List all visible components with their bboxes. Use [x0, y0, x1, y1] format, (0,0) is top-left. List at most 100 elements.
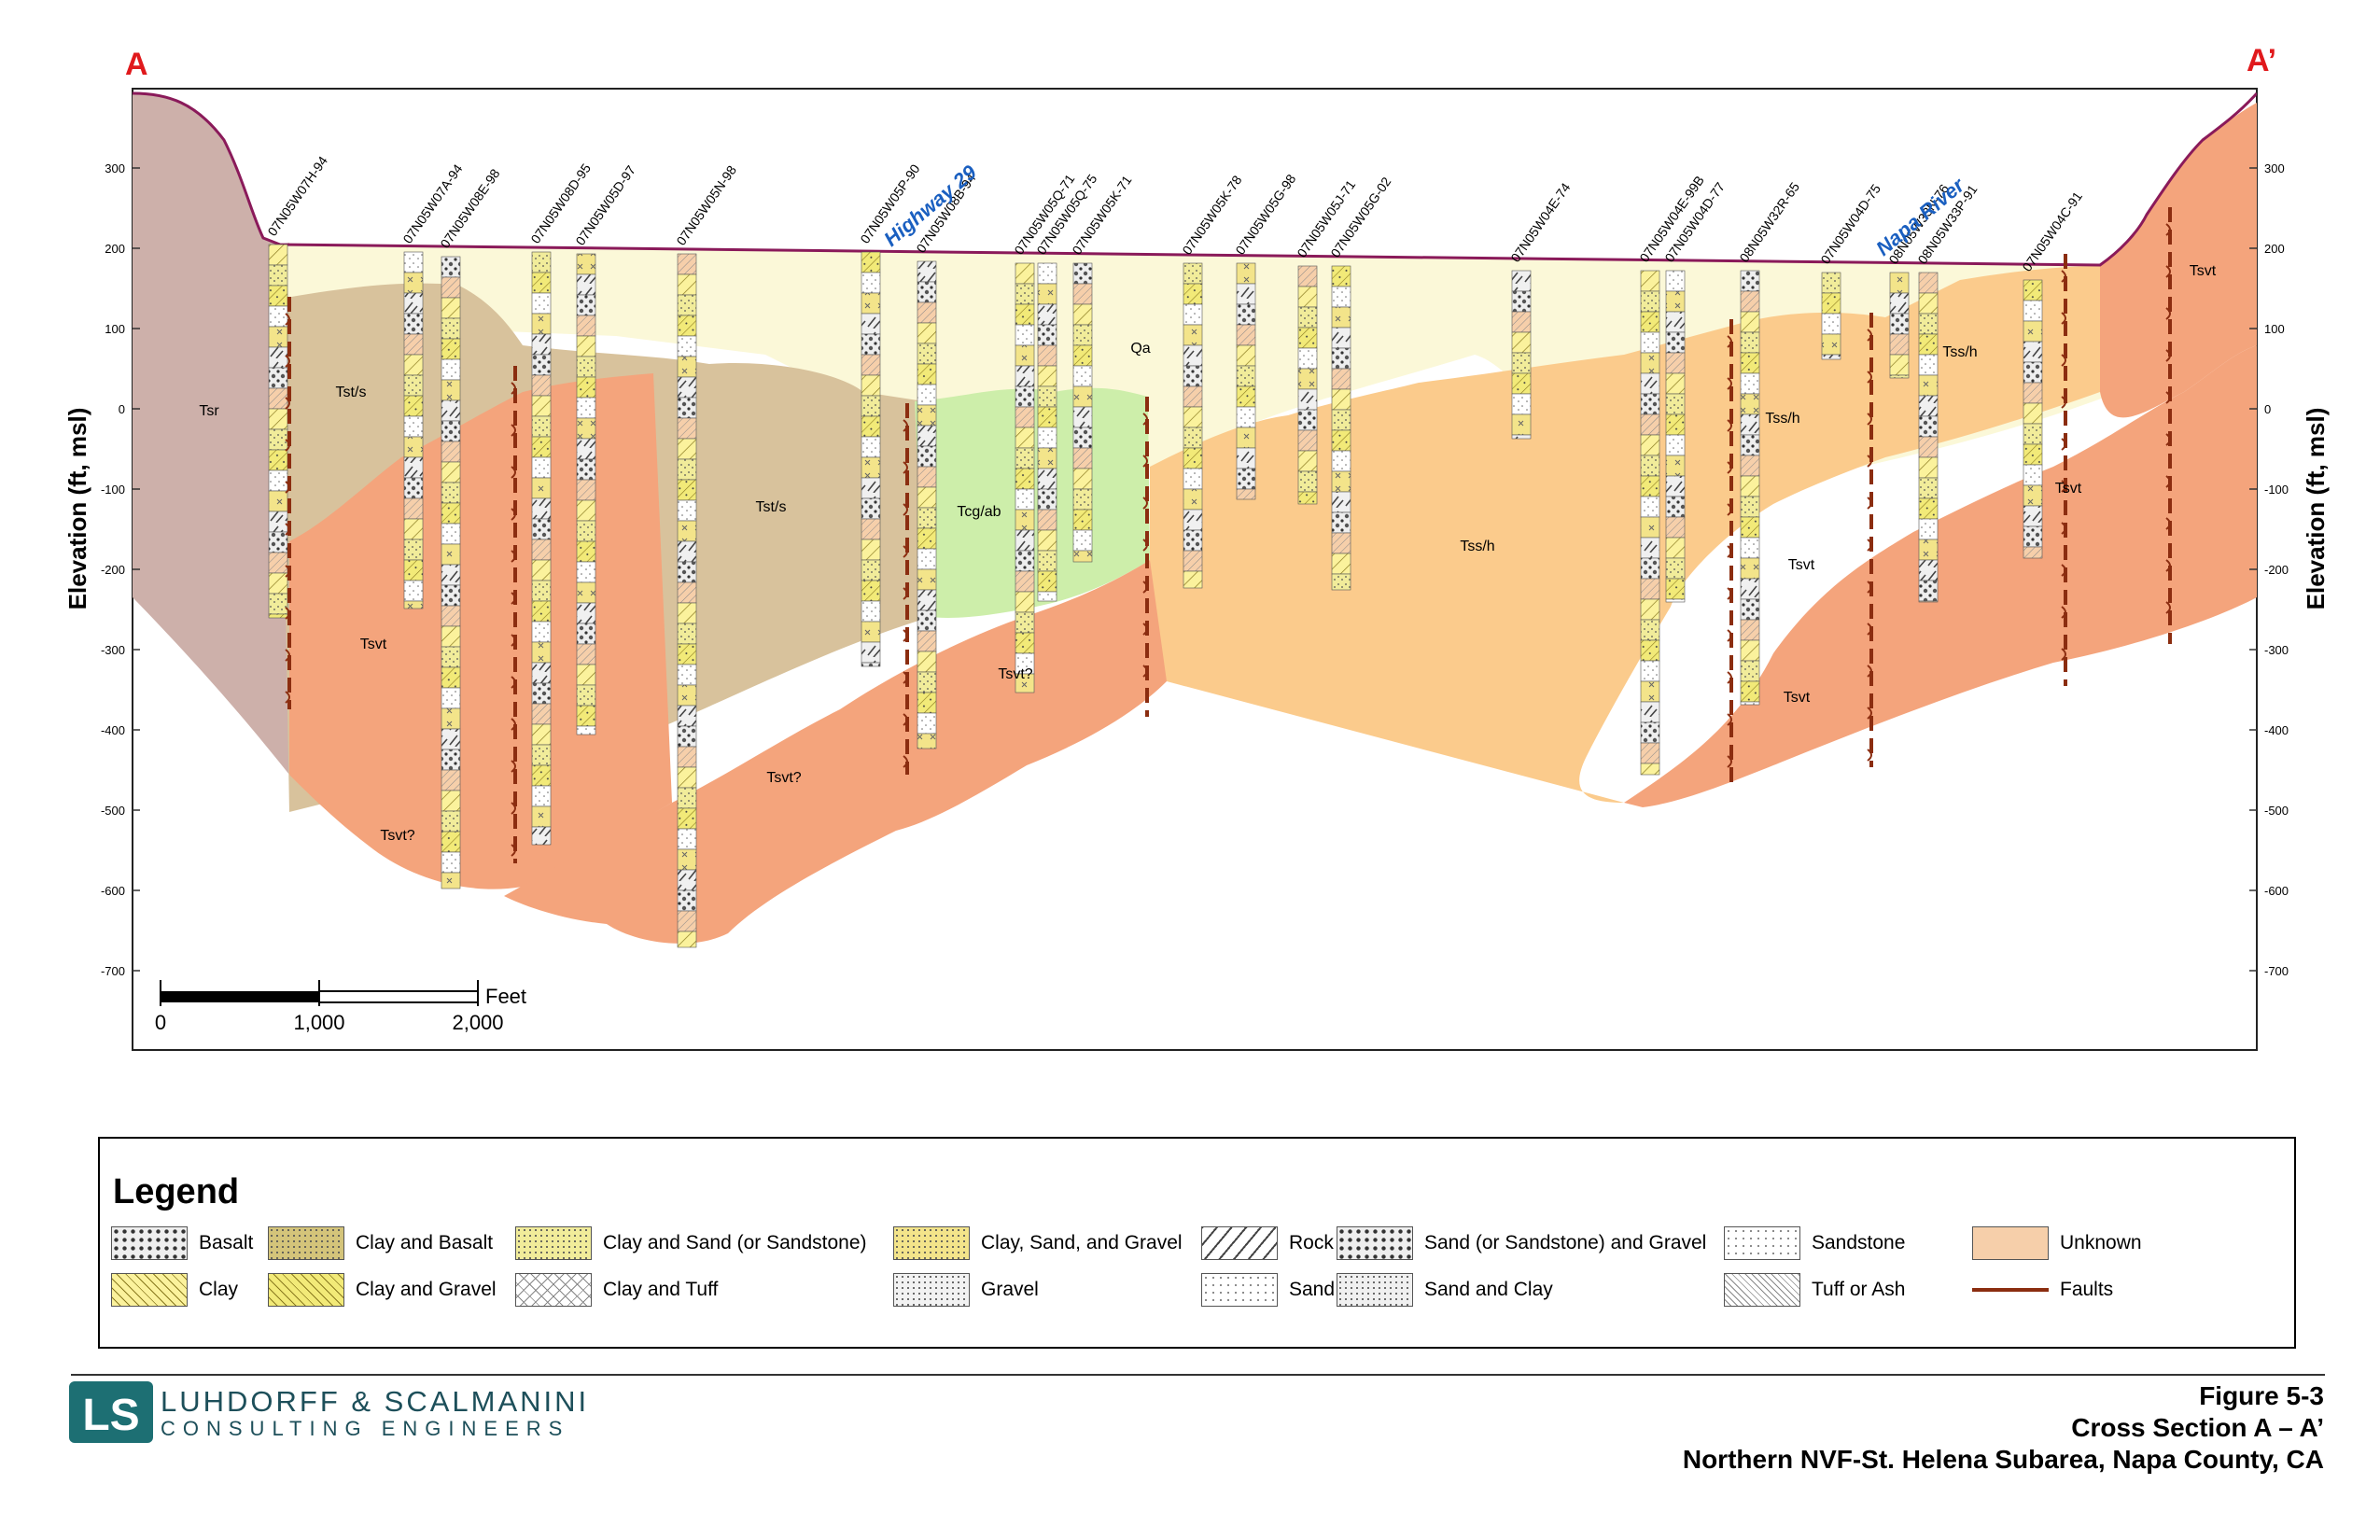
well-interval-pattern	[1821, 333, 1841, 356]
fault-marker	[2061, 438, 2066, 451]
unit-label: Tsvt	[1788, 557, 1815, 573]
fault-line	[285, 297, 291, 709]
legend-swatch	[1337, 1226, 1413, 1260]
fault-marker	[2165, 349, 2171, 362]
unit-label: Tst/s	[756, 499, 787, 515]
legend-swatch	[1724, 1226, 1800, 1260]
well-interval-pattern	[677, 848, 697, 871]
well-interval-pattern	[1183, 427, 1203, 449]
unit-label: Tsvt?	[766, 770, 801, 786]
well-interval-pattern	[268, 408, 288, 430]
well-interval-pattern	[441, 379, 461, 401]
right-tick-label: 300	[2264, 161, 2285, 175]
fault-marker	[2061, 606, 2066, 619]
well-interval-pattern	[1015, 673, 1035, 693]
well-interval-pattern	[1331, 553, 1351, 575]
well-interval-pattern	[1037, 283, 1057, 305]
well-interval-pattern	[531, 600, 552, 623]
fault-marker	[2165, 559, 2171, 572]
well-interval-pattern	[1640, 598, 1660, 621]
well-interval-pattern	[1740, 680, 1760, 703]
well-interval-pattern	[268, 305, 288, 328]
well-interval-pattern	[1015, 406, 1035, 428]
well-interval-pattern	[1331, 306, 1351, 329]
fault-line	[2061, 254, 2067, 686]
scale-bar-unit: Feet	[485, 985, 526, 1008]
well-interval-pattern	[531, 395, 552, 417]
right-tick-label: -100	[2264, 483, 2289, 497]
fault-marker	[1867, 665, 1872, 678]
fault-marker	[1867, 413, 1872, 426]
well-interval-pattern	[576, 479, 596, 501]
well-interval-pattern	[677, 869, 697, 891]
well-interval-pattern	[1640, 619, 1660, 641]
well-interval-pattern	[1297, 347, 1318, 370]
legend-swatch	[1337, 1273, 1413, 1307]
fault-marker	[903, 545, 908, 558]
left-tick-label: -300	[101, 643, 125, 657]
well-interval-pattern	[1918, 497, 1939, 520]
well-interval-pattern	[1297, 470, 1318, 493]
well-interval-pattern	[1236, 427, 1256, 449]
svg-text:LS: LS	[82, 1391, 139, 1440]
well-interval-pattern	[1740, 352, 1760, 374]
well-interval-pattern	[1072, 529, 1093, 552]
right-tick-label: 100	[2264, 322, 2285, 336]
well-interval-pattern	[1015, 632, 1035, 654]
well-interval-pattern	[677, 499, 697, 522]
scale-bar-label-2000: 2,000	[452, 1011, 503, 1034]
well-interval-pattern	[576, 705, 596, 727]
well-interval-pattern	[531, 436, 552, 458]
left-tick-label: -100	[101, 483, 125, 497]
well-interval-pattern	[531, 764, 552, 787]
well-interval-pattern	[1331, 470, 1351, 493]
well-interval-pattern	[861, 662, 881, 667]
well-interval-pattern	[917, 609, 937, 632]
well-interval-pattern	[1072, 550, 1093, 563]
well-interval-pattern	[1740, 578, 1760, 600]
well-interval-pattern	[1297, 450, 1318, 472]
well-interval-pattern	[1037, 406, 1057, 428]
well-interval-pattern	[917, 281, 937, 303]
well-interval-pattern	[677, 807, 697, 830]
well-interval-pattern	[576, 520, 596, 542]
well-interval-pattern	[441, 749, 461, 771]
well-interval-pattern	[531, 251, 552, 273]
well-interval-pattern	[1665, 290, 1686, 313]
well-interval-pattern	[441, 523, 461, 545]
well-interval-pattern	[576, 561, 596, 583]
well-interval-pattern	[403, 580, 424, 602]
well-interval-pattern	[1665, 475, 1686, 497]
well-interval-pattern	[1821, 292, 1841, 315]
well-interval-pattern	[268, 449, 288, 471]
legend-swatch	[1201, 1273, 1278, 1307]
well-interval-pattern	[1918, 436, 1939, 458]
well-interval-pattern	[1665, 598, 1686, 603]
section-end-label: A’	[2247, 43, 2277, 78]
fault-marker	[1867, 623, 1872, 636]
fault-marker	[285, 607, 290, 620]
fault-marker	[1867, 707, 1872, 720]
legend-swatch	[1972, 1226, 2049, 1260]
well-interval-pattern	[677, 540, 697, 563]
well-interval-pattern	[677, 787, 697, 809]
well-interval-pattern	[268, 552, 288, 574]
well-interval-pattern	[576, 376, 596, 399]
well-interval-pattern	[1072, 488, 1093, 511]
well-interval-pattern	[1640, 680, 1660, 703]
well-interval-pattern	[403, 272, 424, 294]
well-interval-pattern	[403, 600, 424, 609]
fault-marker	[2061, 522, 2066, 535]
unit-label: Tcg/ab	[957, 504, 1001, 520]
section-start-label: A	[125, 47, 148, 82]
well-interval-pattern	[1821, 354, 1841, 360]
well-interval-pattern	[1297, 491, 1318, 505]
well-interval-pattern	[1889, 292, 1910, 315]
well-interval-pattern	[531, 518, 552, 540]
well-interval-pattern	[441, 482, 461, 504]
well-interval-pattern	[441, 646, 461, 668]
well-interval-pattern	[441, 707, 461, 730]
well-interval-pattern	[1665, 455, 1686, 477]
well-interval-pattern	[1740, 639, 1760, 662]
